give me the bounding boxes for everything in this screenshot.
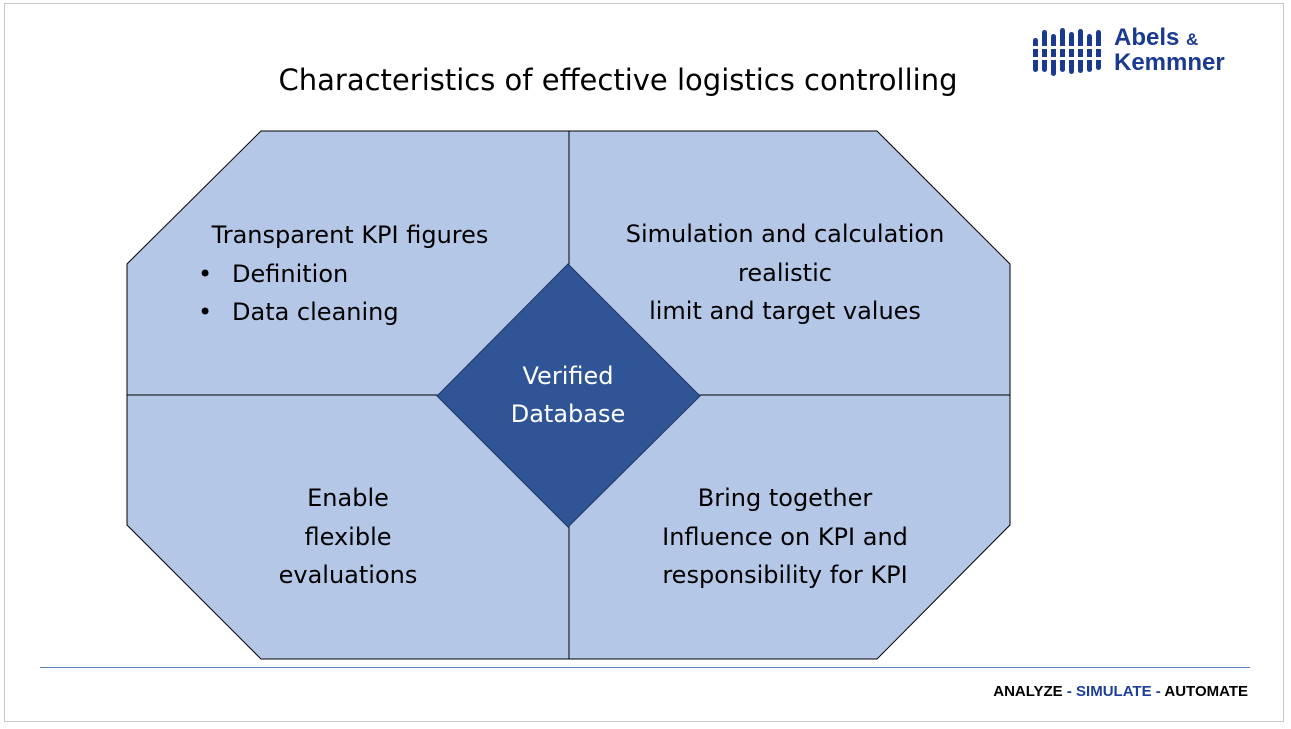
center-line: Verified: [522, 362, 614, 390]
bottom-right-line: responsibility for KPI: [662, 561, 908, 589]
top-right-line: limit and target values: [649, 297, 921, 325]
slide-title: Characteristics of effective logistics c…: [278, 63, 958, 97]
quadrant-bottom-right: [568, 394, 1011, 660]
footer-tagline: ANALYZE - SIMULATE - AUTOMATE: [993, 683, 1248, 700]
tagline-automate: AUTOMATE: [1164, 683, 1248, 700]
top-left-heading: Transparent KPI figures: [211, 221, 489, 249]
tagline-separator: -: [1151, 683, 1165, 700]
logo-text-line2: Kemmner: [1114, 49, 1225, 76]
company-logo: Abels & Kemmner: [1030, 24, 1252, 78]
tagline-analyze: ANALYZE: [993, 683, 1063, 700]
logo-mark-icon: [1030, 28, 1106, 76]
logo-text-line1: Abels &: [1114, 24, 1199, 51]
slide-frame: [4, 3, 1284, 722]
top-left-bullet-list: Definition Data cleaning: [198, 255, 530, 332]
top-right-line: realistic: [738, 258, 832, 287]
center-line: Database: [510, 400, 626, 428]
bottom-right-line: Bring together: [697, 484, 873, 512]
tagline-simulate: SIMULATE: [1076, 683, 1152, 700]
bottom-left-line: flexible: [304, 522, 392, 551]
bullet-item: Data cleaning: [198, 293, 530, 332]
top-right-line: Simulation and calculation: [625, 220, 945, 248]
quadrant-top-left-text: Transparent KPI figures Definition Data …: [170, 216, 530, 332]
bottom-left-line: evaluations: [278, 561, 418, 589]
center-diamond-text: Verified Database: [470, 357, 666, 433]
quadrant-bottom-right-text: Bring together Influence on KPI and resp…: [610, 479, 960, 595]
bottom-right-line: Influence on KPI and: [662, 522, 908, 551]
bullet-item: Definition: [198, 255, 530, 294]
footer-divider: [40, 667, 1250, 668]
quadrant-top-right-text: Simulation and calculation realistic lim…: [590, 215, 980, 331]
bottom-left-line: Enable: [307, 484, 389, 512]
quadrant-bottom-left-text: Enable flexible evaluations: [218, 479, 478, 595]
tagline-separator: -: [1062, 683, 1077, 700]
